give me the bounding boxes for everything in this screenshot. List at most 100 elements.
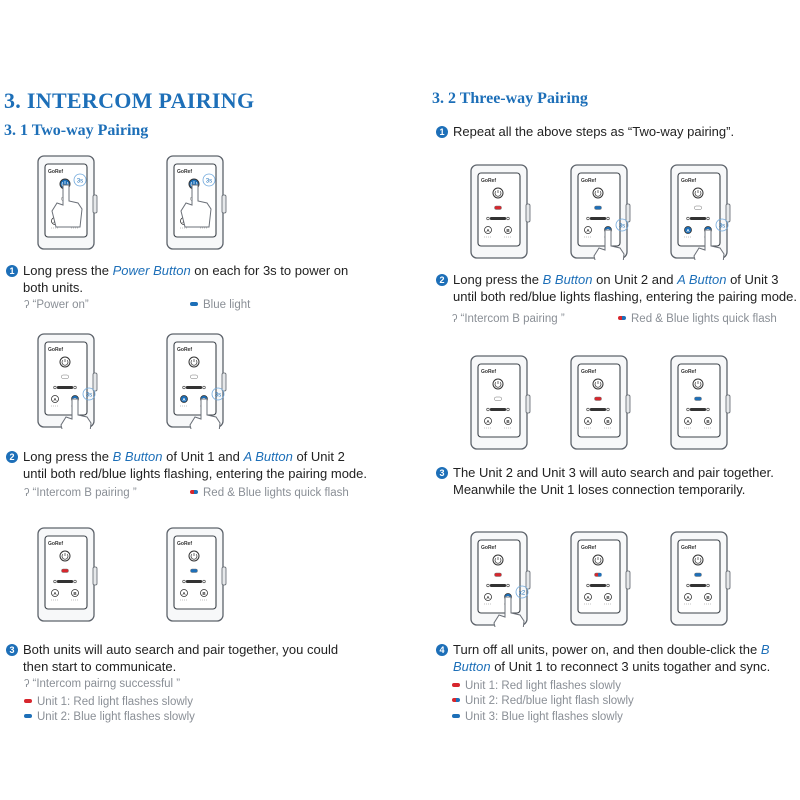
svg-text:3s: 3s [215,393,221,399]
hand-press-icon: 3s [60,387,96,429]
voice-icon: ʔ [24,678,30,690]
hand-press-icon: 3s [180,173,216,228]
red-blue-led-icon [452,698,460,702]
device-unit-3: GoRefAB3s [670,164,732,260]
svg-text:B: B [506,228,510,233]
brand-logo: GoRef [681,178,696,184]
svg-text:x2: x2 [519,591,526,597]
brand-logo: GoRef [48,169,63,175]
svg-text:B: B [706,595,710,600]
svg-text:3s: 3s [719,224,725,230]
svg-text:A: A [586,419,590,424]
voice-icon: ʔ [24,299,30,311]
brand-logo: GoRef [177,347,192,353]
status-led-icon [694,572,702,577]
brand-logo: GoRef [581,178,596,184]
svg-text:A: A [182,591,186,596]
red-blue-led-icon [618,316,626,320]
status-led-icon [494,205,502,210]
voice-prompt: ʔ“Power on” [24,299,89,311]
brand-logo: GoRef [481,545,496,551]
device-unit-2: GoRefAB3s [570,164,632,260]
brand-logo: GoRef [581,369,596,375]
svg-text:A: A [586,228,590,233]
led-note: Red & Blue lights quick flash [190,487,349,499]
step-number: 1 [436,126,448,138]
led-note: Blue light [190,299,250,311]
led-note: Unit 3: Blue light flashes slowly [452,711,623,723]
step-number: 2 [6,451,18,463]
svg-text:A: A [686,595,690,600]
status-led-icon [61,374,69,379]
svg-text:A: A [486,228,490,233]
brand-logo: GoRef [48,347,63,353]
status-led-icon [494,396,502,401]
red-led-icon [24,699,32,703]
led-note: Unit 2: Red/blue light flash slowly [452,695,634,707]
hand-press-icon: x2 [493,585,529,627]
hand-press-icon: 3s [593,218,629,260]
step-number: 2 [436,274,448,286]
status-led-icon [190,568,198,573]
status-led-icon [61,568,69,573]
subsection-two-way-title: 3. 1 Two-way Pairing [4,122,149,139]
led-note: Unit 1: Red light flashes slowly [24,696,193,708]
svg-text:3s: 3s [77,179,83,185]
red-led-icon [452,683,460,687]
device-unit-2: GoRefAB3s [166,333,228,429]
svg-text:3s: 3s [619,224,625,230]
device-unit-2: GoRefAB3s [166,155,228,251]
status-led-icon [594,396,602,401]
section-title: 3. INTERCOM PAIRING [4,88,255,113]
voice-icon: ʔ [452,313,458,325]
svg-text:A: A [686,228,690,233]
brand-logo: GoRef [681,545,696,551]
svg-text:A: A [182,397,186,402]
led-note: Unit 1: Red light flashes slowly [452,680,621,692]
brand-logo: GoRef [177,169,192,175]
step-number: 4 [436,644,448,656]
red-blue-led-icon [190,490,198,494]
led-note: Red & Blue lights quick flash [618,313,777,325]
voice-prompt: ʔ“Intercom B pairing ” [452,313,565,325]
voice-icon: ʔ [24,487,30,499]
svg-text:B: B [606,595,610,600]
svg-text:B: B [606,419,610,424]
brand-logo: GoRef [177,541,192,547]
device-unit-1: GoRefABx2 [470,531,532,627]
step-number: 3 [436,467,448,479]
svg-text:3s: 3s [206,179,212,185]
hand-press-icon: 3s [189,387,225,429]
svg-text:A: A [586,595,590,600]
device-unit-1: GoRefAB3s [37,333,99,429]
brand-logo: GoRef [481,369,496,375]
blue-led-icon [190,302,198,306]
blue-led-icon [452,714,460,718]
status-led-icon [594,205,602,210]
voice-prompt: ʔ“Intercom pairng successful ” [24,678,181,690]
hand-press-icon: 3s [693,218,729,260]
svg-text:A: A [53,397,57,402]
step-number: 3 [6,644,18,656]
device-unit-1: GoRefAB3s [37,155,99,251]
status-led-icon [694,396,702,401]
svg-text:A: A [686,419,690,424]
blue-led-icon [24,714,32,718]
brand-logo: GoRef [581,545,596,551]
status-led-icon [494,572,502,577]
brand-logo: GoRef [481,178,496,184]
svg-text:B: B [202,591,206,596]
